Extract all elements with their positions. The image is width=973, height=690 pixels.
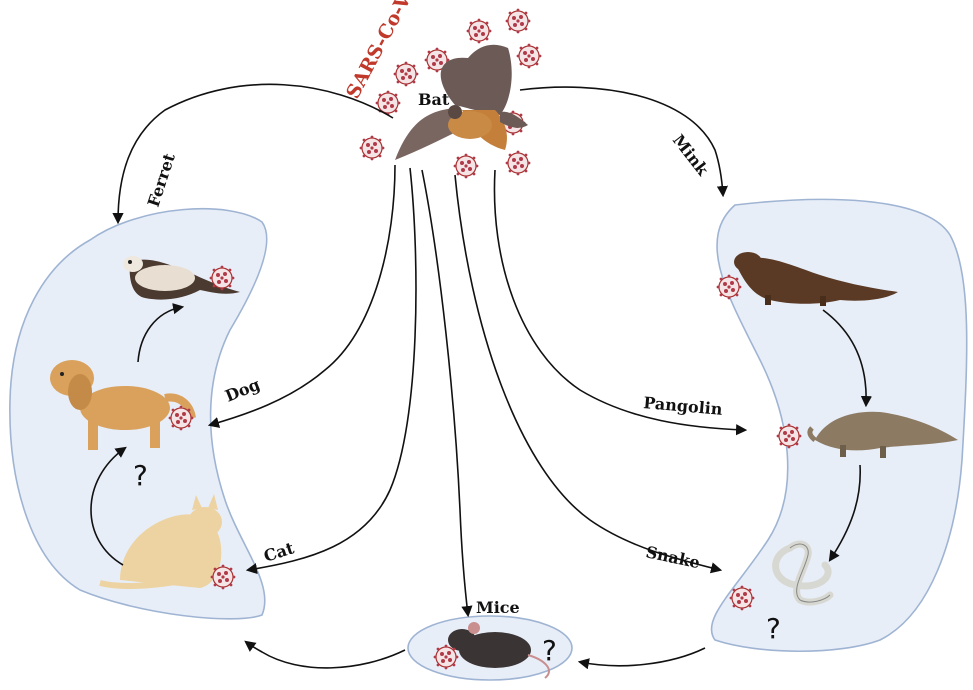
arrow-mice-to-cat — [246, 642, 405, 668]
virus-mink — [717, 275, 742, 300]
virus-title: SARS-Co-V-2 — [342, 0, 425, 102]
virus-snake — [730, 586, 755, 611]
virus-cat — [211, 565, 236, 590]
virus-dog — [169, 406, 194, 431]
virus-mice — [434, 645, 459, 670]
label-bat: Bat — [418, 90, 450, 109]
arrow-bat-to-mice — [422, 170, 468, 615]
arrow-snake-to-mice — [580, 648, 705, 666]
label-ferret: Ferret — [144, 150, 179, 209]
question-mark-snake: ? — [766, 612, 781, 645]
virus-ferret — [210, 266, 235, 291]
label-mice: Mice — [476, 598, 520, 617]
question-mark-dog-cat: ? — [133, 459, 148, 492]
bat-illustration — [395, 45, 528, 160]
label-pangolin: Pangolin — [643, 393, 724, 419]
question-mark-mice: ? — [542, 634, 557, 667]
label-mink: Mink — [669, 131, 713, 180]
arrow-bat-to-snake — [455, 175, 720, 570]
label-dog: Dog — [222, 375, 262, 406]
virus-pangolin — [777, 424, 802, 449]
arrow-bat-to-pangolin — [494, 170, 745, 430]
label-snake: Snake — [644, 542, 702, 572]
